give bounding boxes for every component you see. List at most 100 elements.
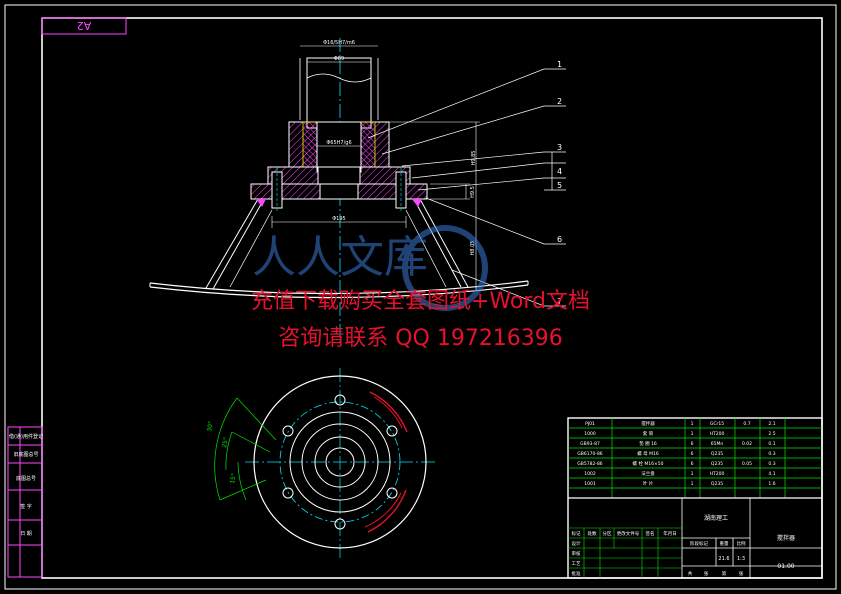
parts-cell-weight: 0.02 — [742, 441, 752, 447]
parts-cell-total: 1.6 — [768, 481, 775, 487]
parts-cell-code: 1001 — [584, 481, 596, 487]
parts-cell-material: 65Mn — [711, 441, 724, 447]
parts-cell-code: 1002 — [584, 471, 596, 477]
side-label-2: 工艺 — [572, 561, 581, 567]
plan-outer-circle — [253, 375, 427, 549]
front-section-view: Φ16/5H7/m6 Φ89 Φ65H7/g6 Φ195 H9.85 H9.5 … — [149, 38, 566, 345]
dim-height-3: H8.05 — [470, 241, 476, 256]
weld-left — [256, 199, 266, 207]
parts-cell-qty: 1 — [691, 471, 694, 477]
side-label-0: 设计 — [572, 540, 581, 547]
parts-cell-total: 0.3 — [768, 451, 775, 457]
watermark-logo: 人人文库 — [252, 225, 488, 311]
side-strip-label-3: 签 字 — [20, 503, 32, 510]
dim-height-2: H9.5 — [470, 186, 476, 198]
parts-cell-qty: 1 — [691, 421, 694, 427]
header-label-2: 分区 — [603, 530, 612, 537]
bushing-right — [360, 121, 376, 168]
parts-cell-material: Q235 — [711, 481, 723, 487]
parts-cell-code: PJ01 — [585, 421, 595, 427]
side-strip-label-1: 旧底图总号 — [13, 451, 38, 458]
weight-label: 重量 — [720, 540, 729, 547]
blade-arc-upper — [369, 391, 408, 433]
side-label-3: 批准 — [572, 570, 581, 577]
shaft-break-line — [306, 73, 372, 83]
sheet-info-0: 共 — [688, 570, 693, 577]
parts-cell-qty: 6 — [691, 441, 694, 447]
shaft-in-bore — [316, 121, 362, 173]
parts-cell-code: GB5782-86 — [577, 461, 603, 467]
blade-arc-lower — [367, 489, 407, 533]
org-name: 湖南理工 — [704, 514, 728, 522]
scale-value: 1:3 — [737, 556, 745, 562]
plan-view: 30° 25° 15° — [206, 368, 436, 558]
parts-cell-name: 螺 栓 M16×50 — [633, 460, 664, 467]
stage-label: 阶段标记 — [690, 540, 708, 547]
parts-cell-code: 1000 — [584, 431, 596, 437]
blade-arms — [205, 198, 469, 290]
parts-cell-material: HT200 — [710, 431, 725, 437]
balloon-5: 5 — [557, 181, 562, 190]
parts-cell-code: GB93-87 — [580, 441, 600, 447]
balloon-6: 6 — [557, 235, 562, 244]
balloon-2: 2 — [557, 97, 562, 106]
parts-cell-name: 螺 母 M16 — [637, 450, 659, 457]
parts-cell-qty: 6 — [691, 451, 694, 457]
bolt-circle — [279, 401, 401, 523]
bolt-left — [271, 168, 283, 212]
parts-cell-qty: 6 — [691, 461, 694, 467]
side-strip-label-0: 借(通)用件登记 — [9, 433, 43, 440]
parts-cell-name: 叶 片 — [643, 480, 654, 487]
header-label-0: 标记 — [572, 530, 581, 537]
sheet-size-box: A2 — [41, 17, 127, 35]
balloon-1: 1 — [557, 60, 562, 69]
parts-cell-qty: 1 — [691, 431, 694, 437]
header-label-5: 年月日 — [663, 530, 677, 537]
drawing-name: 搅拌器 — [777, 534, 795, 542]
parts-cell-total: 0.1 — [768, 441, 775, 447]
parts-cell-total: 0.3 — [768, 461, 775, 467]
side-strip-label-4: 日 期 — [20, 531, 32, 537]
header-label-1: 处数 — [588, 530, 597, 537]
bolt-right — [395, 168, 407, 212]
sheet-info-2: 第 — [722, 570, 727, 577]
watermark-brand: 人人文库 — [252, 232, 428, 283]
side-strip: 借(通)用件登记 旧底图总号 底图总号 签 字 日 期 — [7, 426, 43, 578]
dim-height-1: H9.85 — [471, 151, 477, 166]
balloon-7: 7 — [557, 297, 562, 306]
parts-cell-weight: 0.05 — [742, 461, 752, 467]
parts-cell-name: 垫 圈 16 — [639, 440, 657, 447]
balloon-4: 4 — [557, 167, 562, 176]
title-block — [567, 417, 823, 579]
dimension-lines — [271, 45, 480, 290]
angle-3: 15° — [229, 473, 238, 485]
dim-flange-dia: Φ195 — [332, 216, 345, 222]
angle-1: 30° — [206, 421, 215, 433]
parts-cell-name: 搅拌器 — [641, 420, 655, 427]
angle-2: 25° — [221, 437, 230, 449]
sheet-info-3: 张 — [739, 570, 744, 577]
weld-right — [412, 199, 422, 207]
sheet-size-label: A2 — [77, 19, 92, 32]
parts-cell-material: Q235 — [711, 451, 723, 457]
parts-cell-code: GB6170-86 — [577, 451, 603, 457]
bolt-holes — [282, 394, 398, 530]
parts-cell-material: GCr15 — [710, 421, 724, 427]
sheet-info-1: 张 — [704, 570, 709, 577]
weight-value: 21.6 — [718, 556, 729, 562]
drawing-number: 01.00 — [777, 563, 794, 570]
side-strip-label-2: 底图总号 — [16, 475, 36, 482]
parts-cell-total: 2.1 — [768, 421, 775, 427]
header-label-4: 签名 — [646, 530, 655, 537]
header-label-3: 更改文件号 — [617, 530, 640, 537]
bushing-left — [302, 121, 318, 168]
drawing-frame — [41, 17, 823, 579]
dim-hub-dia: Φ65H7/g6 — [326, 140, 351, 146]
parts-cell-name: 套 筒 — [643, 430, 654, 437]
dim-shaft-dia: Φ89 — [334, 56, 344, 62]
angle-dimensions — [214, 397, 277, 501]
dim-top-bore: Φ16/5H7/m6 — [323, 40, 355, 46]
parts-cell-total: 4.1 — [768, 471, 775, 477]
parts-cell-name: 法兰盘 — [641, 470, 655, 477]
